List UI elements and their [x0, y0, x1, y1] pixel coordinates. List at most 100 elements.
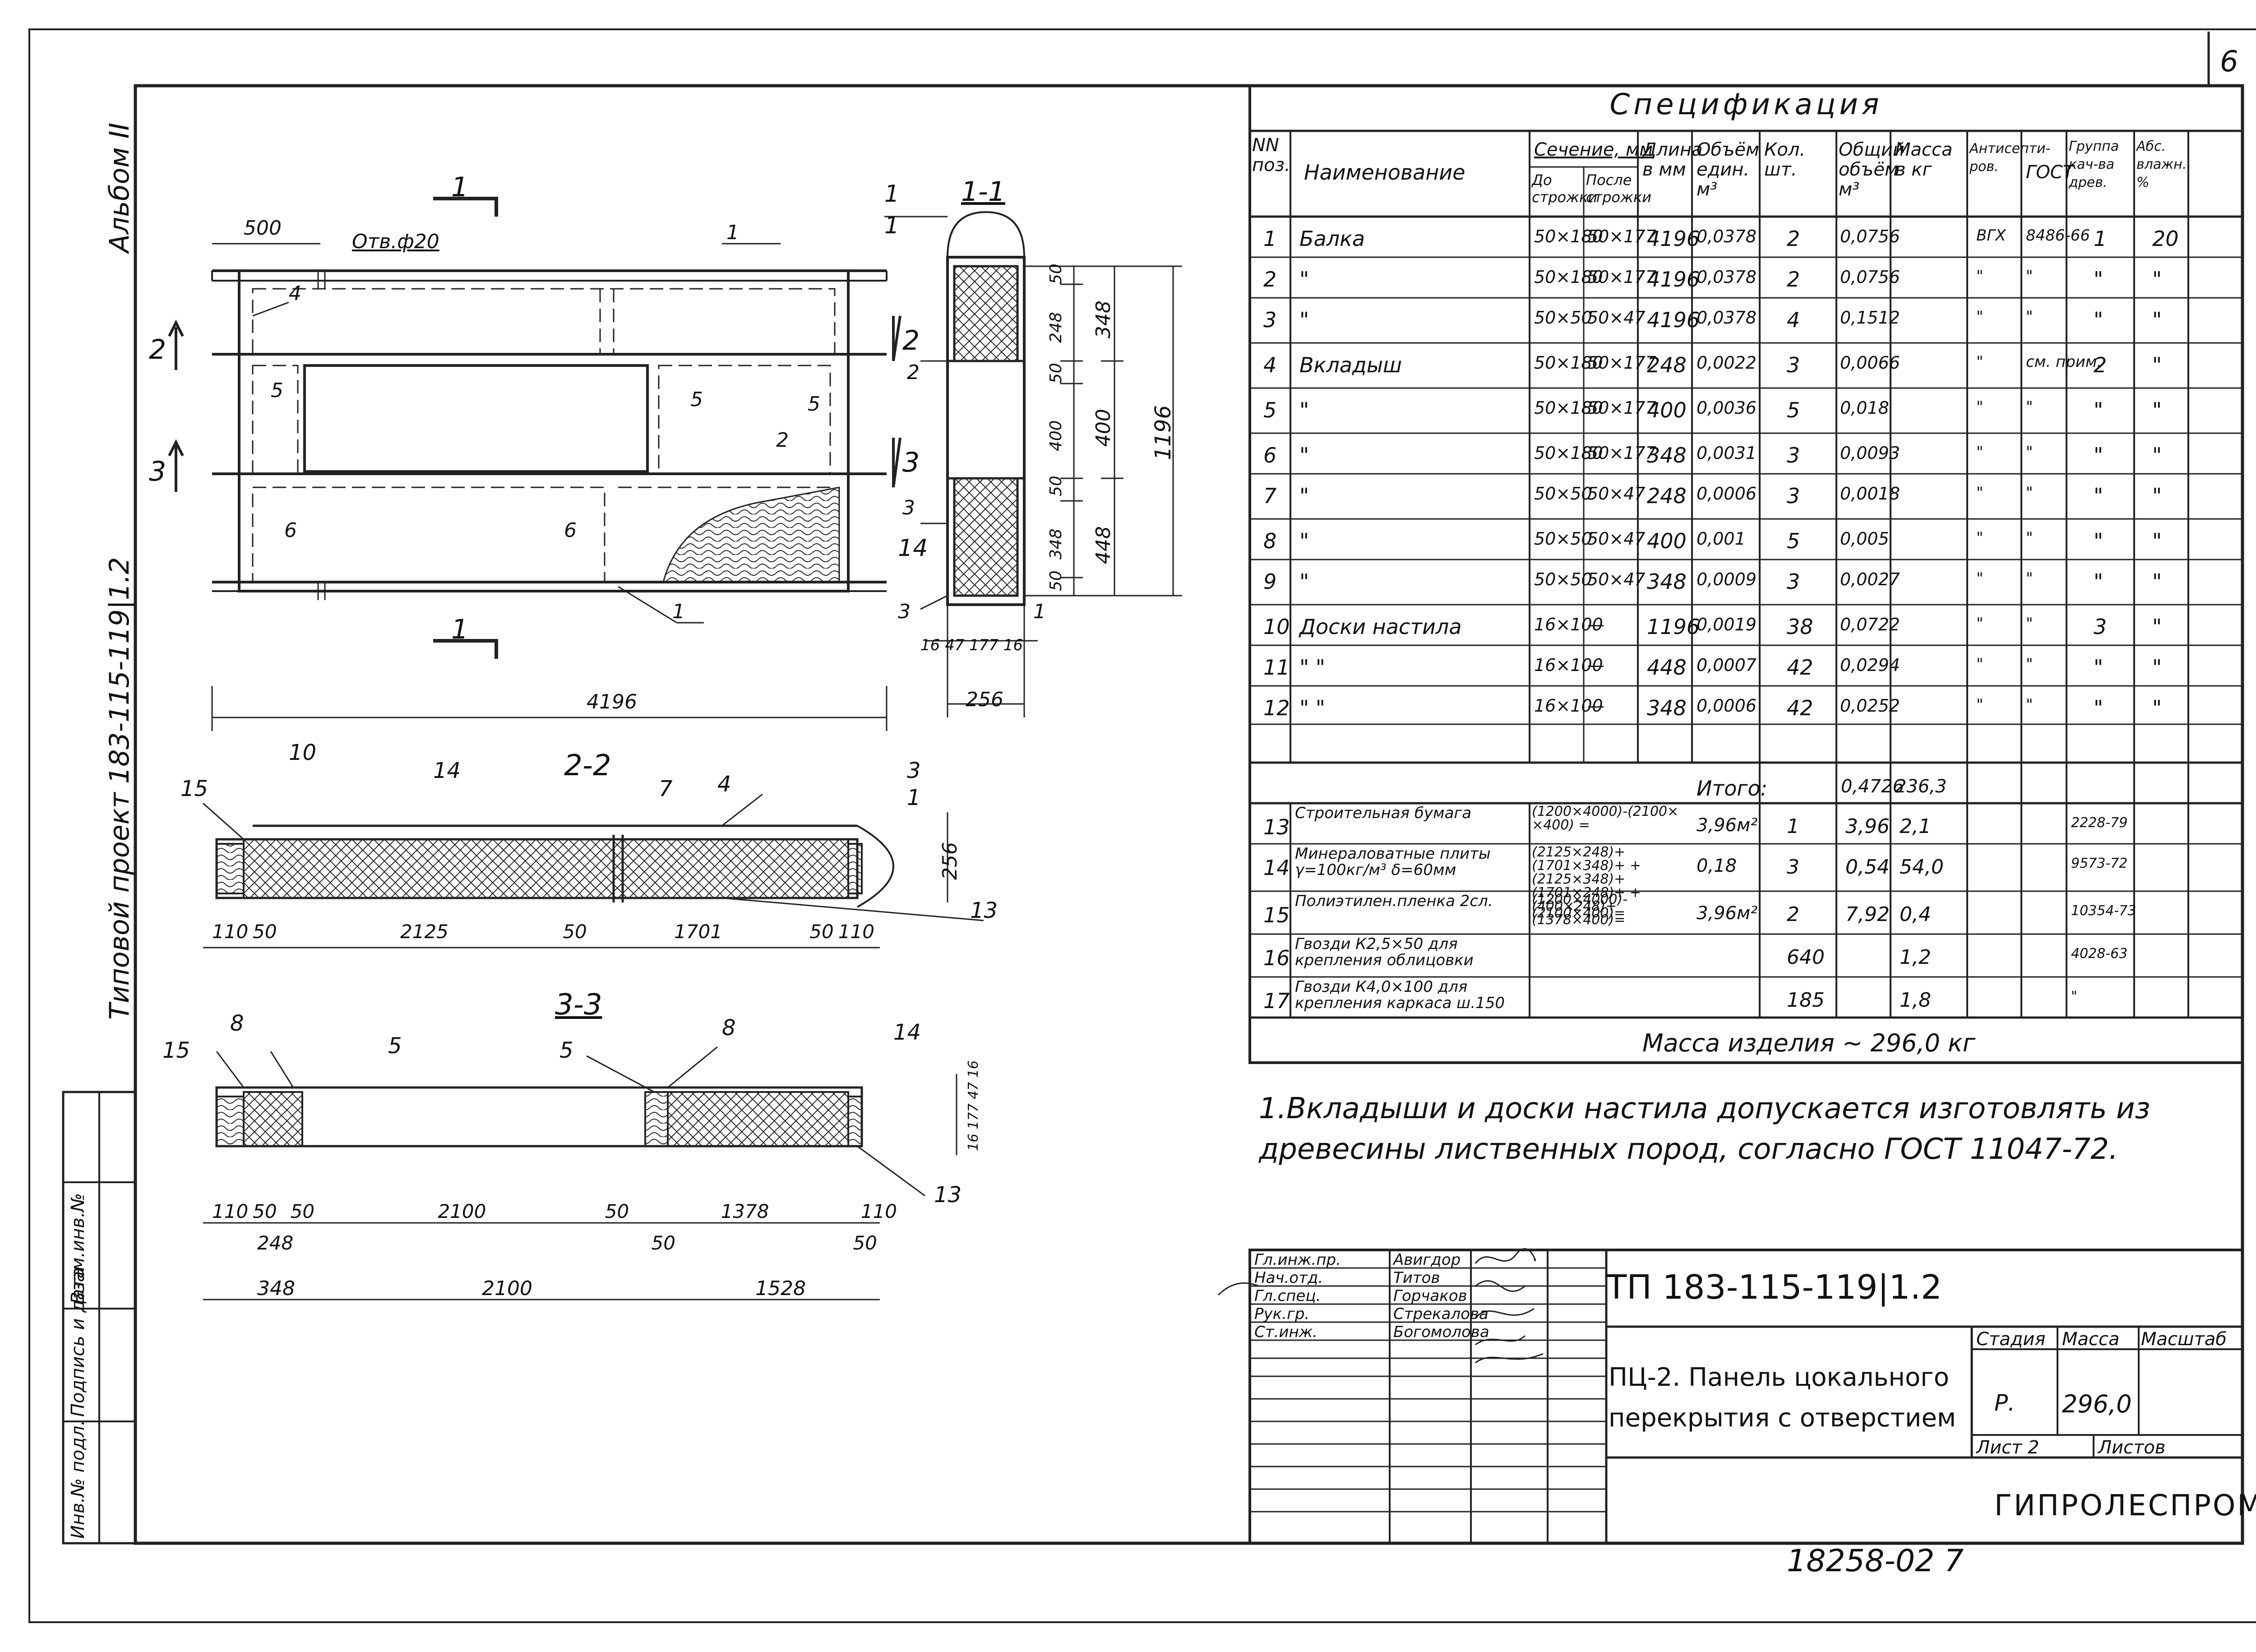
row-vol-unit: 0,0006: [1697, 484, 1757, 504]
row-length: 400: [1647, 529, 1687, 553]
col-qty: Кол. шт.: [1764, 139, 1806, 180]
dim-400-v2: 400: [1092, 409, 1115, 447]
extra-qty: 2: [1787, 903, 1799, 926]
col-vol-total: Общий объём м³: [1839, 139, 1905, 200]
row-before: 16×100: [1534, 655, 1603, 675]
row-group: ": [2094, 696, 2103, 720]
col-after: После строжки: [1586, 171, 1652, 206]
pos-10-s22: 10: [289, 740, 317, 765]
row-gost: см. прим.: [2026, 353, 2102, 371]
extra-gost: 2228-79: [2071, 815, 2128, 831]
cut-mark-3-left: 3: [149, 456, 166, 487]
row-before: 50×180: [1534, 227, 1603, 246]
extra-gost: 4028-63: [2071, 946, 2128, 962]
extra-name: Минераловатные плиты γ=100кг/м³ δ=60мм: [1295, 845, 1491, 879]
row-vol-total: 0,0066: [1840, 353, 1900, 373]
row-group: ": [2094, 443, 2103, 467]
row-no: 8: [1263, 529, 1277, 553]
row-no: 5: [1263, 398, 1277, 422]
row-before: 50×180: [1534, 353, 1603, 373]
pos-5-plan-left: 5: [271, 379, 283, 402]
row-vol-total: 0,0252: [1840, 696, 1900, 716]
extra-gost: 10354-73: [2071, 903, 2136, 919]
row-group: ": [2094, 569, 2103, 594]
extra-section: (1200×4000)-(2100× ×400) =: [1532, 804, 1679, 833]
tb-person-name: Богомолова: [1393, 1323, 1489, 1341]
dim-50-d: 50: [1047, 570, 1065, 591]
row-after: 50×47: [1587, 308, 1646, 328]
row-qty: 3: [1787, 569, 1800, 594]
pos-1-plan-top: 1: [726, 221, 739, 244]
row-name: ": [1299, 484, 1309, 508]
row-name: ": [1299, 398, 1309, 422]
section-3-3-label: 3-3: [555, 988, 602, 1022]
row-moisture: ": [2152, 398, 2162, 422]
tb-role: Нач.отд.: [1254, 1269, 1323, 1287]
row-before: 50×180: [1534, 443, 1603, 463]
row-group: ": [2094, 398, 2103, 422]
cut-mark-2-left: 2: [149, 334, 166, 366]
pos-5-plan-right: 5: [808, 393, 820, 416]
col-name: Наименование: [1304, 160, 1465, 185]
dim-1196: 1196: [1151, 405, 1176, 460]
dims-3-3-row3: 348 2100 1528: [257, 1277, 806, 1300]
tb-person-name: Авигдор: [1393, 1251, 1461, 1269]
cut-1-over-1: 1: [884, 180, 900, 208]
tb-title-2: перекрытия с отверстием: [1609, 1403, 1956, 1433]
row-group: 2: [2094, 353, 2107, 377]
row-no: 3: [1263, 308, 1277, 332]
tb-stage: Р.: [1994, 1390, 2016, 1416]
col-nn: NN поз.: [1252, 135, 1290, 176]
row-vol-unit: 0,0378: [1697, 227, 1757, 246]
dim-4196: 4196: [587, 690, 637, 713]
row-antisept: ": [1976, 267, 1983, 285]
extra-no: 13: [1263, 815, 1290, 839]
pos-2-plan: 2: [776, 429, 789, 452]
tb-sheet: Лист 2: [1976, 1437, 2039, 1458]
row-name: ": [1299, 569, 1309, 594]
row-length: 348: [1647, 569, 1687, 594]
extra-vol-unit: 3,96м²: [1697, 815, 1758, 836]
dim-400: 400: [1047, 420, 1065, 451]
row-no: 2: [1263, 267, 1277, 292]
row-group: ": [2094, 484, 2103, 508]
row-name: " ": [1299, 655, 1325, 680]
pos-4-s22: 4: [717, 772, 731, 797]
row-gost: ": [2026, 443, 2033, 461]
row-before: 16×100: [1534, 615, 1603, 634]
row-moisture: ": [2152, 484, 2162, 508]
row-name: ": [1299, 529, 1309, 553]
row-vol-total: 0,1512: [1840, 308, 1900, 328]
row-gost: ": [2026, 569, 2033, 588]
tb-person-name: Стрекалова: [1393, 1305, 1489, 1323]
pos-1-s11: 1: [1033, 600, 1046, 623]
row-after: 50×177: [1587, 227, 1656, 246]
col-vol-unit: Объём един. м³: [1697, 139, 1760, 200]
album-label: Альбом II: [104, 122, 135, 253]
row-vol-total: 0,005: [1840, 529, 1889, 549]
extra-mass: 1,8: [1900, 989, 1931, 1012]
cut-mark-1-top: 1: [451, 171, 469, 203]
row-moisture: ": [2152, 569, 2162, 594]
extra-name: Гвозди К4,0×100 для крепления каркаса ш.…: [1295, 978, 1505, 1012]
row-no: 6: [1263, 443, 1277, 467]
cut-mark-3-right: 3: [902, 447, 920, 478]
row-vol-unit: 0,0006: [1697, 696, 1757, 716]
row-qty: 3: [1787, 443, 1800, 467]
extra-section: (2125×248)+(1701×348)+ +(2125×348)+(1701…: [1532, 844, 1641, 928]
row-no: 1: [1263, 227, 1277, 251]
dim-50-b: 50: [1047, 363, 1065, 384]
dim-448-v2: 448: [1092, 526, 1115, 564]
spec-title: Спецификация: [1609, 88, 1883, 121]
section-1-1: [884, 211, 1182, 717]
row-vol-unit: 0,0009: [1697, 569, 1757, 589]
row-vol-total: 0,018: [1840, 398, 1889, 418]
row-gost: ": [2026, 696, 2033, 714]
row-moisture: 20: [2152, 227, 2179, 251]
pos-6-plan-left: 6: [284, 519, 297, 542]
dim-248: 248: [1047, 312, 1065, 343]
dim-348: 348: [1047, 528, 1065, 560]
row-name: ": [1299, 308, 1309, 332]
row-vol-unit: 0,0031: [1697, 443, 1757, 463]
